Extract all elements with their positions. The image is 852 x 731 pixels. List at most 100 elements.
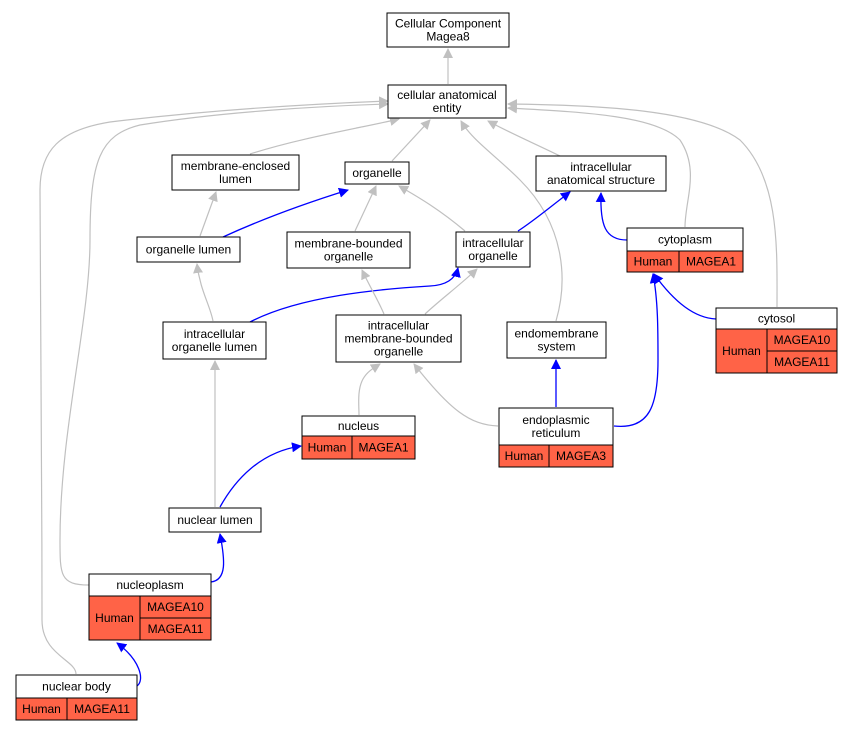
edge-iol-to-io [249, 267, 461, 323]
node-label: organelle lumen [146, 243, 231, 257]
node-label: nucleoplasm [116, 578, 183, 592]
gene-cell [351, 435, 416, 460]
node-label: anatomical structure [547, 173, 655, 187]
edge-nucleus-to-imbo [358, 363, 381, 416]
edge-cytoplasm-to-ias [595, 192, 628, 241]
node-box [168, 507, 262, 533]
node-label: organelle lumen [172, 340, 257, 354]
node-label: membrane-bounded [294, 237, 402, 251]
edge-nlumen-to-nucleus [219, 442, 302, 508]
node-label: organelle [352, 166, 402, 180]
node-organelle[interactable]: organelle [344, 161, 410, 185]
edge-mbo-to-organelle [354, 185, 377, 232]
edge-er-to-imbo [413, 363, 499, 427]
annotation-table: Human MAGEA11 [15, 697, 138, 721]
node-label: reticulum [532, 426, 581, 440]
node-box [387, 84, 507, 119]
node-box [286, 231, 411, 269]
node-label: nucleus [338, 419, 379, 433]
gene-label: MAGEA10 [774, 333, 831, 347]
gene-cell [139, 617, 212, 641]
edge-cytosol-to-cae [507, 99, 778, 308]
node-nlumen[interactable]: nuclear lumen [168, 507, 262, 533]
node-label: lumen [219, 172, 252, 186]
node-label: entity [433, 101, 462, 115]
edge-endo-to-cae [460, 120, 563, 322]
gene-cell [548, 444, 614, 468]
node-box [455, 231, 531, 268]
gene-label: MAGEA11 [148, 622, 204, 636]
node-label: intracellular [570, 160, 631, 174]
node-box [506, 321, 607, 359]
node-label: cellular anatomical [397, 88, 496, 102]
gene-cell [66, 697, 138, 721]
edge-organelle-to-cae [391, 119, 431, 162]
node-label: organelle [374, 345, 424, 359]
node-box [535, 155, 667, 192]
gene-label: MAGEA1 [686, 255, 736, 269]
node-label: intracellular [368, 319, 429, 333]
gene-label: MAGEA11 [774, 355, 830, 369]
node-label: intracellular [462, 236, 523, 250]
node-label: Cellular Component [395, 17, 502, 31]
node-label: membrane-enclosed [181, 159, 290, 173]
annotation-table: Human MAGEA1 [626, 250, 744, 273]
species-label: Human [634, 255, 673, 269]
node-label: membrane-bounded [344, 332, 452, 346]
species-cell [88, 595, 141, 641]
node-label: nuclear body [42, 680, 111, 694]
edge-cytosol-to-cytoplasm [653, 273, 717, 320]
edge-cytoplasm-to-cae [507, 103, 691, 228]
edge-imbo-to-mbo [361, 269, 385, 315]
node-label: cytoplasm [658, 233, 712, 247]
edge-olumen-to-mel [199, 191, 218, 237]
edge-iol-to-olumen [193, 263, 214, 322]
node-box [171, 154, 300, 191]
gene-cell [766, 350, 838, 374]
node-box [344, 161, 410, 185]
node-label: nuclear lumen [177, 513, 252, 527]
species-label: Human [722, 344, 761, 358]
node-box [136, 236, 241, 263]
node-box [335, 314, 462, 363]
edge-io-to-ias [517, 191, 571, 232]
gene-label: MAGEA1 [358, 441, 408, 455]
edges-layer [39, 48, 778, 687]
node-label: cytosol [758, 312, 795, 326]
node-olumen[interactable]: organelle lumen [136, 236, 241, 263]
node-label: organelle [324, 250, 374, 264]
edge-nbody-to-cae [39, 96, 389, 675]
node-box [386, 12, 510, 48]
gene-label: MAGEA10 [147, 600, 204, 614]
edge-io-to-organelle [398, 185, 466, 232]
gene-cell [678, 250, 744, 273]
gene-label: MAGEA11 [74, 702, 130, 716]
node-label: organelle [468, 249, 518, 263]
species-label: Human [505, 449, 544, 463]
node-label: Magea8 [426, 30, 470, 44]
species-label: Human [22, 702, 61, 716]
node-label: endomembrane [514, 327, 598, 341]
species-label: Human [308, 441, 347, 455]
node-label: endoplasmic [522, 413, 589, 427]
edge-nucleoplasm-to-nlumen [210, 533, 227, 583]
